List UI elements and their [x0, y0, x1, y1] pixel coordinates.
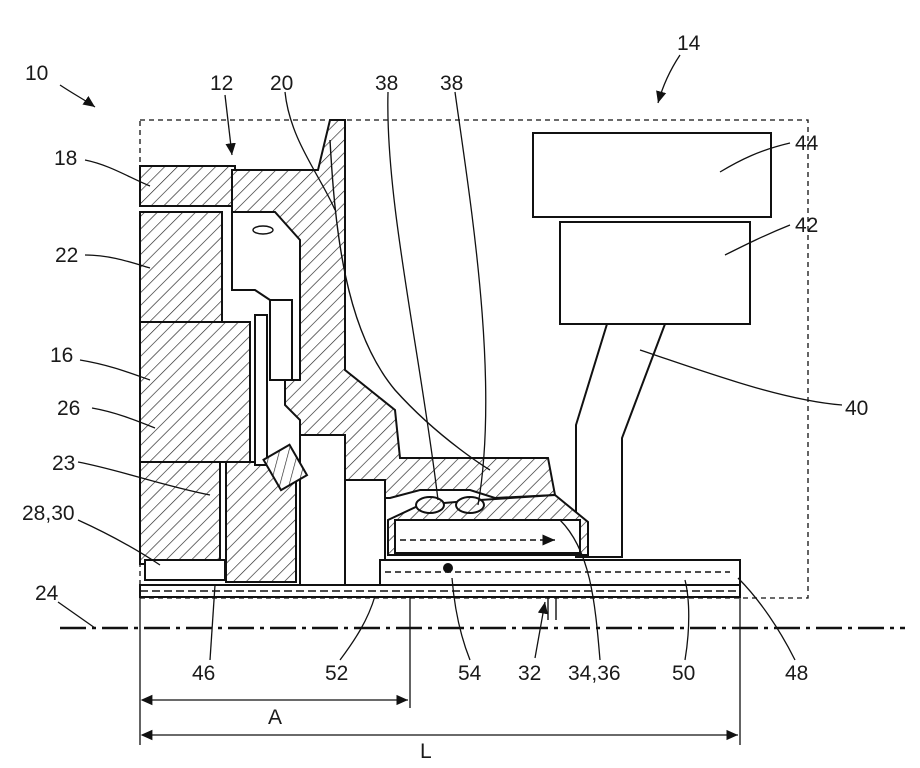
leader-40	[640, 350, 842, 405]
dimension-L-label: L	[420, 740, 432, 763]
component-44-box	[533, 133, 771, 217]
arm-40	[576, 324, 665, 557]
ref-38-right: 38	[440, 72, 463, 95]
ref-24: 24	[35, 582, 59, 605]
ref-40: 40	[845, 397, 868, 420]
leader-48	[738, 578, 795, 660]
ref-22: 22	[55, 244, 78, 267]
leader-38b	[455, 92, 486, 505]
leader-24	[58, 602, 95, 628]
ref-18: 18	[54, 147, 77, 170]
bearing-38a	[416, 497, 444, 513]
housing-18	[140, 166, 235, 206]
dimension-A-label: A	[268, 706, 282, 729]
leader-32	[535, 602, 545, 658]
body-22	[140, 212, 222, 322]
ref-54: 54	[458, 662, 482, 685]
ref-34-36: 34,36	[568, 662, 621, 685]
spacer-block	[300, 435, 345, 585]
bearing-38b	[456, 497, 484, 513]
ref-52: 52	[325, 662, 348, 685]
ref-10: 10	[25, 62, 48, 85]
ref-12: 12	[210, 72, 233, 95]
leader-14	[658, 55, 680, 103]
ref-16: 16	[50, 344, 73, 367]
body-23	[140, 462, 220, 564]
inner-bore	[395, 520, 580, 553]
ref-20: 20	[270, 72, 293, 95]
ref-38-left: 38	[375, 72, 398, 95]
leader-10	[60, 85, 95, 107]
shaft-plate	[255, 315, 267, 465]
ref-14: 14	[677, 32, 701, 55]
ref-26: 26	[57, 397, 80, 420]
ref-32: 32	[518, 662, 541, 685]
ring-detail	[270, 300, 292, 380]
ref-46: 46	[192, 662, 215, 685]
body-26	[140, 322, 250, 462]
leader-12	[225, 95, 232, 155]
ref-44: 44	[795, 132, 819, 155]
seal-ring	[443, 563, 453, 573]
ref-28-30: 28,30	[22, 502, 75, 525]
ref-50: 50	[672, 662, 695, 685]
ref-23: 23	[52, 452, 75, 475]
ref-42: 42	[795, 214, 818, 237]
component-42-box	[560, 222, 750, 324]
ref-48: 48	[785, 662, 808, 685]
